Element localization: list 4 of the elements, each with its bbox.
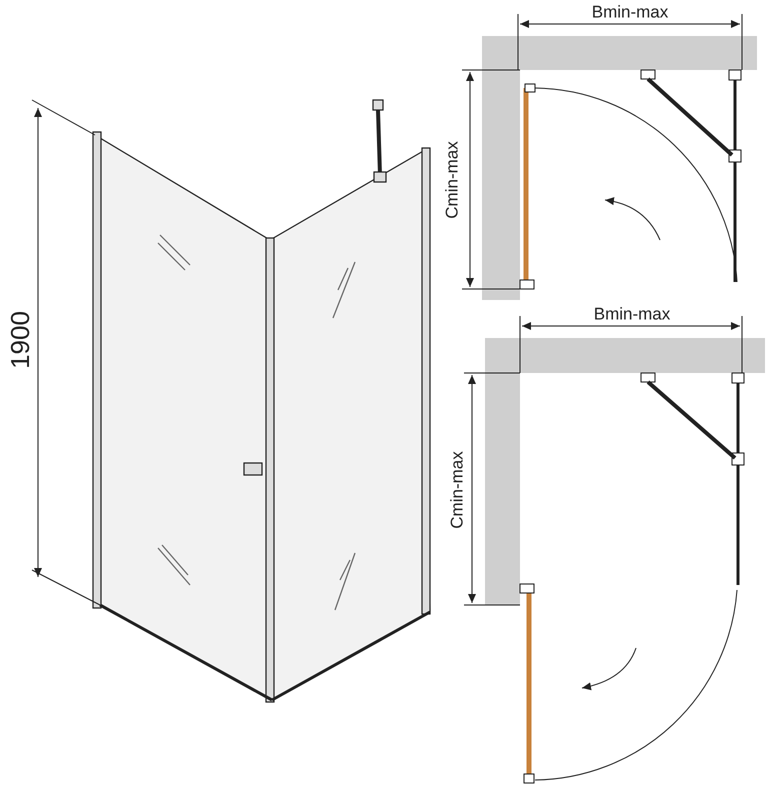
dimension-label: Cmin-max	[444, 141, 460, 219]
dimension-label: Cmin-max	[448, 451, 466, 529]
dimension-label: Bmin-max	[592, 4, 668, 20]
dimension-label: Bmin-max	[594, 306, 670, 322]
